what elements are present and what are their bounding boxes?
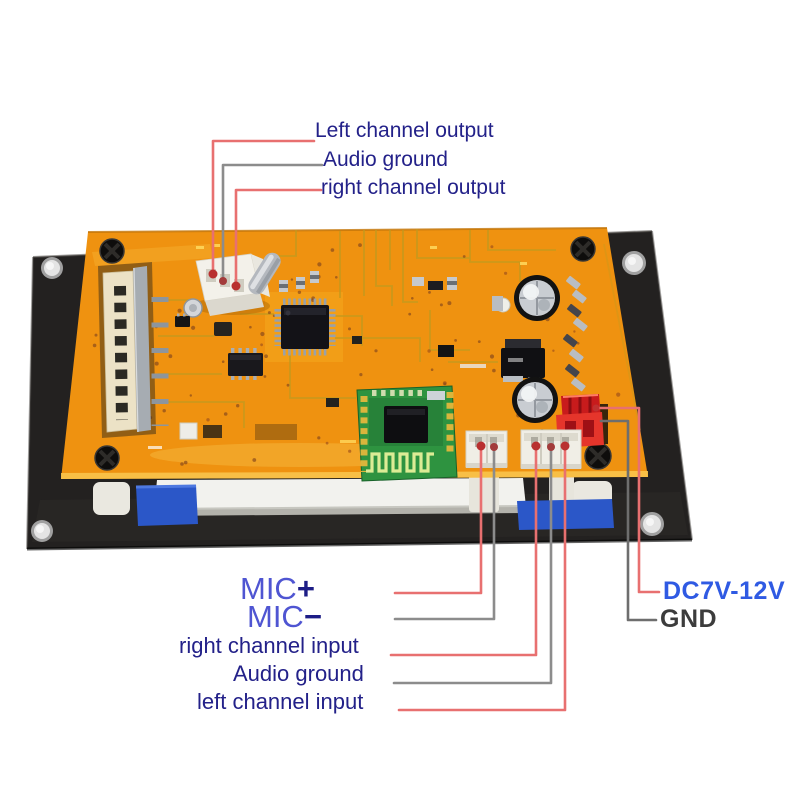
eeprom-ic [228,348,263,380]
line-audio-ground-bottom [392,447,553,685]
input-connector-2pin [465,430,508,468]
annotation-lines [211,139,661,712]
line-right-channel-input [389,446,538,657]
screw [570,236,596,262]
label-dc-power: DC7V-12V [663,577,786,605]
antenna-trace [366,452,434,473]
mic-plus-word: MIC [240,571,297,606]
label-mic-plus: MIC+ [240,571,315,606]
pin-header [98,262,169,438]
bluetooth-module [356,385,458,482]
label-right-channel-output: right channel output [321,176,506,199]
mic-minus-word: MIC [247,599,304,634]
blue-tab [135,484,198,526]
label-right-channel-input: right channel input [179,633,359,658]
main-ic [274,298,336,356]
line-dc-power [594,406,661,594]
mic-minus-sign: − [303,599,322,634]
line-mic-minus [393,447,496,621]
line-gnd [599,419,658,622]
label-gnd: GND [660,605,718,633]
mic-plus-sign: + [296,571,315,606]
screw [99,238,125,264]
crystal-oscillator [248,252,281,295]
mounting-hole [41,257,63,279]
electrolytic-capacitor [512,377,558,423]
mounting-hole [640,512,664,536]
label-audio-ground-top: Audio ground [323,148,448,171]
label-audio-ground-bottom: Audio ground [233,661,364,686]
line-right-channel-output [234,188,323,286]
standoff [93,482,130,515]
voltage-regulator [501,339,545,383]
line-audio-ground-top [221,163,324,281]
silkscreen-marks [148,244,527,449]
line-left-channel-input [397,446,567,712]
bluetooth-chip [384,406,428,443]
electrolytic-capacitor [514,275,560,321]
annotation-dots [208,269,600,451]
label-mic-minus: MIC− [247,599,322,634]
lcd-module-edge [153,478,527,516]
mounting-hole [622,251,646,275]
mounting-hole [31,520,53,542]
smd-components [175,271,588,440]
line-left-channel-output [211,139,316,274]
label-left-channel-input: left channel input [197,689,364,714]
label-left-channel-output: Left channel output [315,119,494,142]
screw [584,442,612,470]
screw [94,445,120,471]
line-mic-plus [393,446,483,595]
